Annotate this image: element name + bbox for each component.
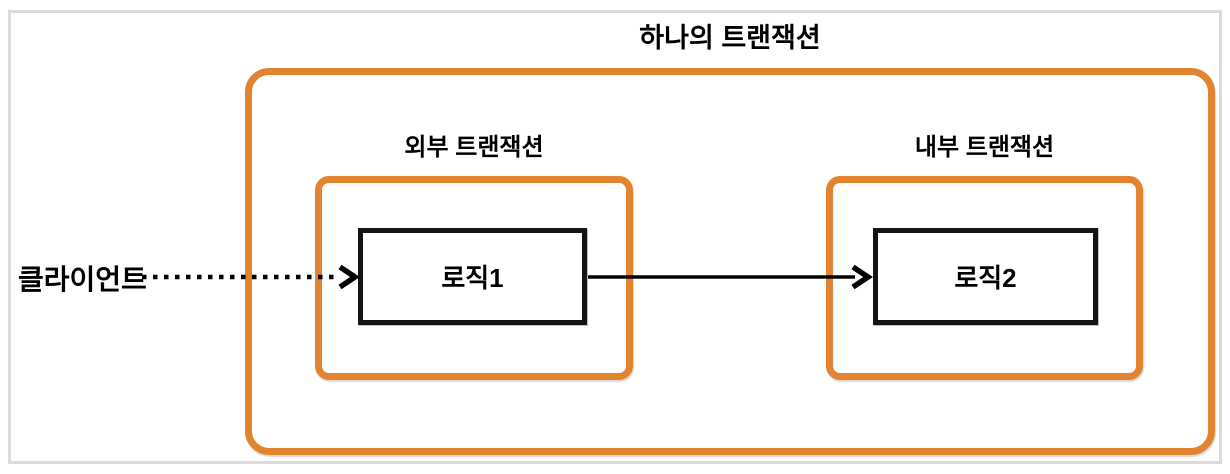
diagram-title: 하나의 트랜잭션 — [639, 23, 821, 53]
logic2-label: 로직2 — [954, 263, 1017, 293]
outer-transaction-boundary — [245, 68, 1215, 455]
internal-transaction-label: 내부 트랜잭션 — [914, 134, 1055, 161]
logic1-label: 로직1 — [441, 263, 504, 293]
logic1-node: 로직1 — [358, 228, 587, 325]
logic2-node: 로직2 — [873, 228, 1098, 325]
external-transaction-label: 외부 트랜잭션 — [404, 134, 544, 161]
client-label: 클라이언트 — [18, 264, 147, 295]
